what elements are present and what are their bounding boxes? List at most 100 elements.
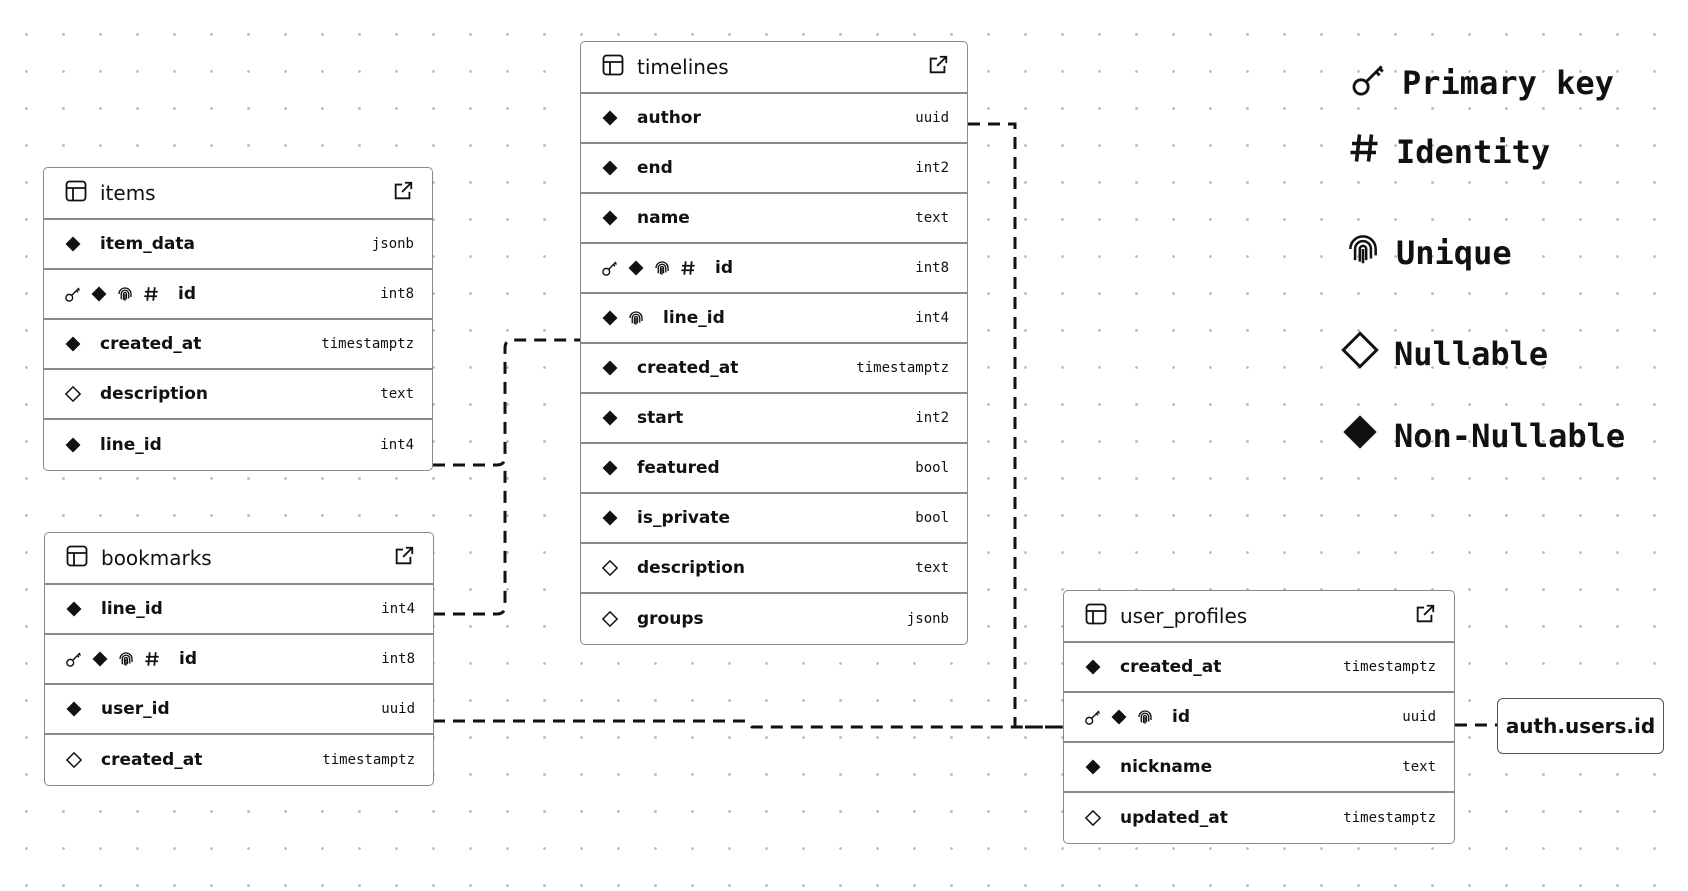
diamond-filled-icon — [64, 235, 82, 253]
external-link-icon[interactable] — [1414, 603, 1436, 629]
column-name: created_at — [637, 358, 739, 378]
column-type: int4 — [915, 310, 949, 326]
column-type: timestamptz — [856, 360, 949, 376]
column-row[interactable]: nickname text — [1064, 743, 1454, 793]
fingerprint-icon — [116, 285, 134, 303]
diamond-filled-icon — [1340, 412, 1380, 460]
column-flag-icons — [601, 159, 619, 177]
column-name: name — [637, 208, 690, 228]
table-icon — [1084, 602, 1108, 630]
table-name: timelines — [637, 55, 729, 79]
external-link-icon[interactable] — [392, 180, 414, 206]
column-flag-icons — [1084, 708, 1154, 726]
table-name: user_profiles — [1120, 604, 1248, 628]
legend-identity: Identity — [1346, 130, 1550, 174]
column-flag-icons — [601, 459, 619, 477]
column-flag-icons — [65, 751, 83, 769]
column-flag-icons — [601, 409, 619, 427]
column-name: id — [715, 258, 733, 278]
table-header: user_profiles — [1064, 591, 1454, 643]
column-flag-icons — [601, 259, 697, 277]
legend-unique: Unique — [1344, 230, 1512, 276]
external-ref-node[interactable]: auth.users.id — [1497, 698, 1664, 754]
column-name: end — [637, 158, 673, 178]
column-type: jsonb — [906, 611, 949, 627]
column-type: jsonb — [371, 236, 414, 252]
column-name: description — [100, 384, 209, 404]
column-name: line_id — [101, 599, 163, 619]
column-flag-icons — [601, 309, 645, 327]
column-name: item_data — [100, 234, 195, 254]
diamond-filled-icon — [90, 285, 108, 303]
column-name: created_at — [1120, 657, 1222, 677]
external-link-icon[interactable] — [393, 545, 415, 571]
column-name: id — [179, 649, 197, 669]
diamond-outline-icon — [601, 559, 619, 577]
column-flag-icons — [601, 209, 619, 227]
diamond-filled-icon — [64, 335, 82, 353]
column-name: nickname — [1120, 757, 1213, 777]
column-flag-icons — [64, 235, 82, 253]
column-flag-icons — [65, 700, 83, 718]
column-name: description — [637, 558, 746, 578]
diamond-filled-icon — [1084, 658, 1102, 676]
diamond-filled-icon — [627, 259, 645, 277]
legend-label: Nullable — [1394, 335, 1549, 373]
column-type: int8 — [381, 651, 415, 667]
column-type: timestamptz — [322, 752, 415, 768]
column-row[interactable]: id int8 — [45, 635, 433, 685]
column-type: int8 — [380, 286, 414, 302]
column-row[interactable]: name text — [581, 194, 967, 244]
column-name: created_at — [101, 750, 203, 770]
fingerprint-icon — [117, 650, 135, 668]
column-name: featured — [637, 458, 720, 478]
fingerprint-icon — [1136, 708, 1154, 726]
column-flag-icons — [601, 109, 619, 127]
diamond-filled-icon — [1110, 708, 1128, 726]
column-name: is_private — [637, 508, 731, 528]
diamond-filled-icon — [1084, 758, 1102, 776]
column-flag-icons — [601, 359, 619, 377]
diamond-outline-icon — [601, 610, 619, 628]
column-type: text — [1402, 759, 1436, 775]
diamond-filled-icon — [601, 409, 619, 427]
column-name: start — [637, 408, 684, 428]
column-row[interactable]: created_at timestamptz — [581, 344, 967, 394]
hash-icon — [1346, 130, 1382, 174]
external-link-icon[interactable] — [927, 54, 949, 80]
column-flag-icons — [1084, 809, 1102, 827]
column-row[interactable]: created_at timestamptz — [45, 735, 433, 785]
key-icon — [1350, 60, 1388, 106]
column-name: line_id — [100, 435, 162, 455]
diamond-filled-icon — [65, 600, 83, 618]
column-flag-icons — [64, 335, 82, 353]
column-row[interactable]: item_data jsonb — [44, 220, 432, 270]
column-type: text — [915, 210, 949, 226]
column-name: updated_at — [1120, 808, 1228, 828]
column-flag-icons — [64, 385, 82, 403]
diamond-outline-icon — [1340, 330, 1380, 378]
